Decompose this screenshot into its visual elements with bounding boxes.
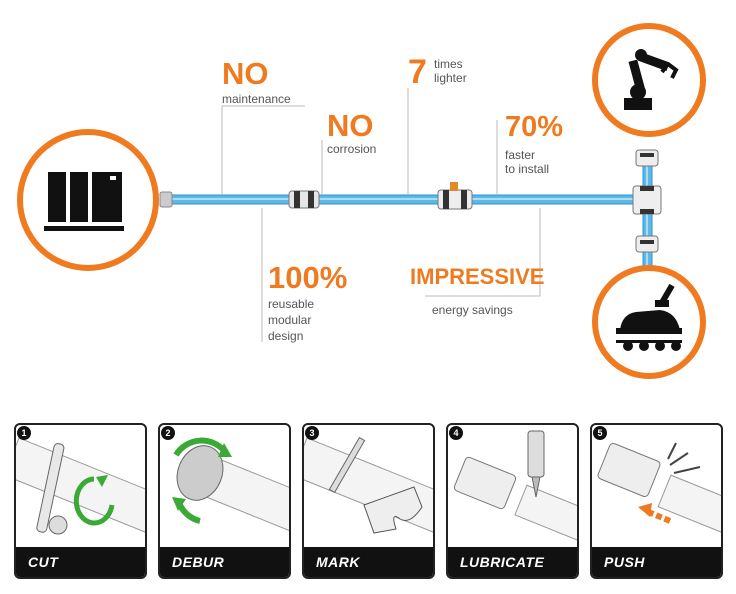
callout-corrosion-small: corrosion: [327, 142, 377, 156]
step-cut: 1 CUT: [14, 423, 147, 579]
callout-lighter-small2: lighter: [434, 71, 467, 85]
step-label: PUSH: [592, 547, 721, 577]
step-debur: 2 DEBUR: [158, 423, 291, 579]
callout-reusable-big: 100%: [268, 260, 348, 295]
step-number: 3: [305, 426, 319, 440]
lubricate-illustration: [453, 430, 577, 546]
car-assembly-icon: [592, 265, 706, 379]
cut-illustration: [16, 437, 145, 536]
callout-energy-big: IMPRESSIVE: [410, 264, 545, 289]
step-lubricate: 4 LUBRICATE: [446, 423, 579, 579]
step-number: 2: [161, 426, 175, 440]
installation-steps: 1 CUT 2 DEBUR 3 MARK 4 LUBRICA: [14, 423, 724, 583]
diagram-graphics: [17, 23, 706, 379]
step-label: CUT: [16, 547, 145, 577]
step-number: 1: [17, 426, 31, 440]
compressor-icon: [17, 129, 159, 271]
pipe-fittings: [159, 149, 662, 253]
push-illustration: [597, 442, 721, 538]
callout-corrosion-big: NO: [327, 108, 374, 143]
step-number: 4: [449, 426, 463, 440]
robot-arm-icon: [592, 23, 706, 137]
leader-energy: [425, 208, 541, 297]
callout-faster-small2: to install: [505, 162, 550, 176]
callout-reusable-small3: design: [268, 329, 304, 343]
callout-reusable-small1: reusable: [268, 297, 315, 311]
step-mark: 3 MARK: [302, 423, 435, 579]
leader-lines: [221, 88, 541, 342]
callout-maintenance-small: maintenance: [222, 92, 291, 106]
step-number: 5: [593, 426, 607, 440]
main-pipe: [167, 149, 653, 276]
callout-lighter-small1: times: [434, 57, 463, 71]
callout-faster-big: 70%: [505, 111, 564, 143]
callout-lighter-big: 7: [408, 53, 427, 91]
step-label: LUBRICATE: [448, 547, 577, 577]
mark-illustration: [304, 436, 433, 536]
callout-maintenance-big: NO: [222, 56, 269, 91]
leader-maintenance: [221, 105, 305, 194]
callout-faster-small1: faster: [505, 148, 536, 162]
piping-diagram: NO maintenance NO corrosion 7 times ligh…: [17, 23, 706, 379]
callout-reusable-small2: modular: [268, 313, 312, 327]
step-push: 5 PUSH: [590, 423, 723, 579]
debur-illustration: [172, 437, 289, 535]
step-label: DEBUR: [160, 547, 289, 577]
callout-energy-small: energy savings: [432, 303, 513, 317]
step-label: MARK: [304, 547, 433, 577]
